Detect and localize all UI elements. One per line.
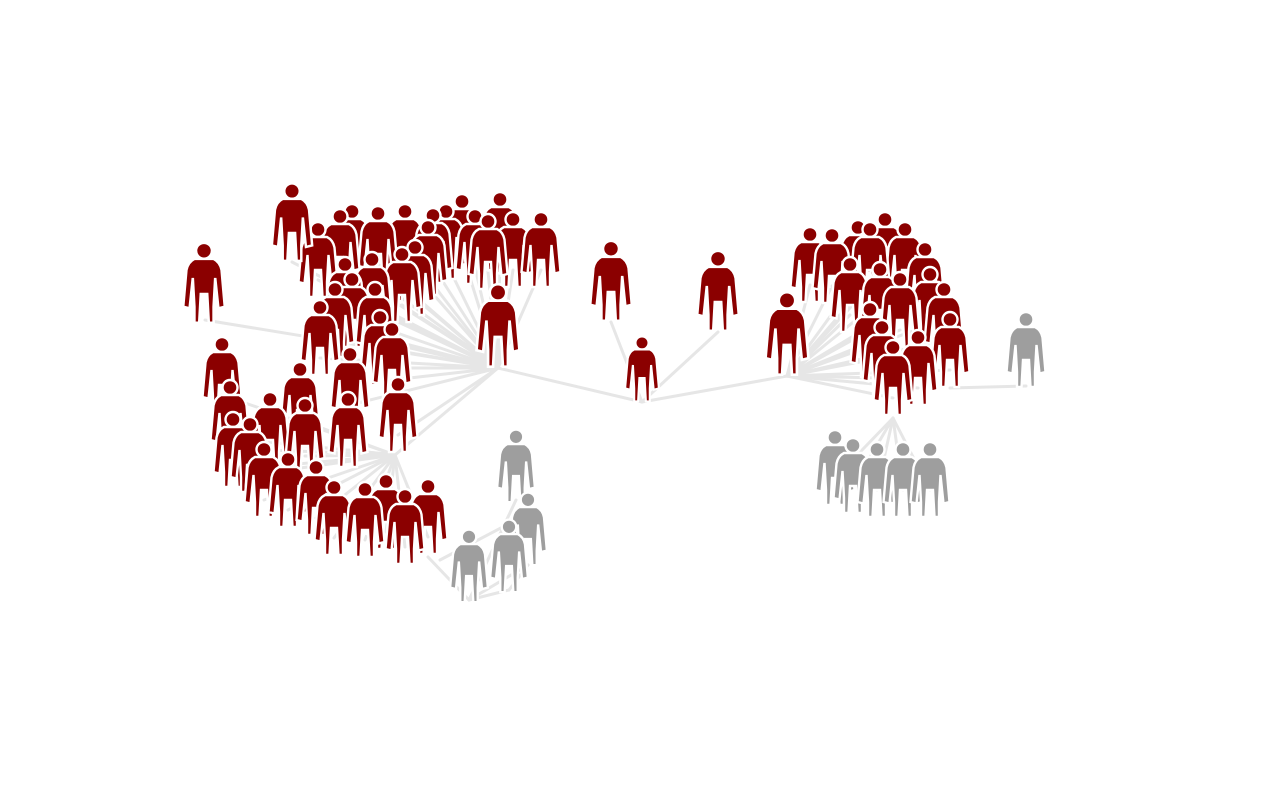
- contact-link: [948, 384, 1028, 390]
- person-icon: [495, 428, 537, 504]
- contact-link: [393, 366, 500, 457]
- person-icon: [520, 210, 562, 289]
- person-icon: [181, 241, 227, 325]
- person-icon: [909, 440, 951, 519]
- people-layer: [181, 182, 1047, 604]
- contact-link: [426, 276, 500, 370]
- contact-link: [413, 296, 500, 370]
- contact-link: [400, 303, 500, 370]
- person-icon: [588, 239, 634, 323]
- contact-link: [640, 374, 789, 404]
- person-icon: [1005, 310, 1047, 389]
- contact-link: [496, 366, 644, 404]
- person-icon: [695, 249, 741, 333]
- contact-link: [348, 366, 500, 407]
